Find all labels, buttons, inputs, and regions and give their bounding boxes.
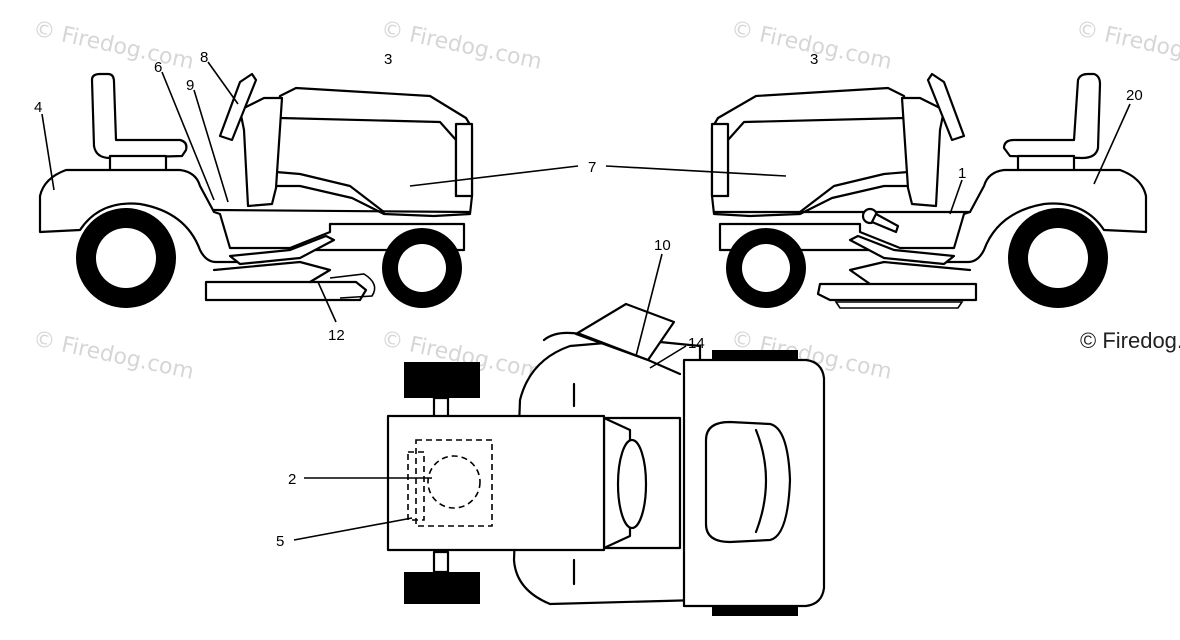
decal-area-5 (415, 439, 493, 527)
grille (710, 122, 730, 198)
hood-top (386, 414, 606, 552)
chute-base (542, 331, 682, 376)
hood-crease (798, 170, 910, 214)
callout-3-right: 3 (810, 51, 818, 68)
watermark: © Firedog.com (1074, 16, 1180, 74)
rear-fender-top (682, 358, 826, 608)
mower-deck (204, 280, 368, 302)
footrest (848, 234, 956, 266)
leader-1 (949, 179, 963, 215)
rear-body (38, 168, 466, 264)
leader-4 (41, 113, 55, 191)
callout-12: 12 (328, 327, 345, 344)
decal-area-side (407, 451, 425, 521)
deck-skirt (834, 301, 964, 309)
lift-lever (870, 212, 900, 234)
callout-14: 14 (688, 335, 705, 352)
leader-12 (317, 281, 337, 323)
steering-wheel-top (616, 438, 648, 530)
leader-14 (649, 345, 687, 369)
callout-5: 5 (276, 533, 284, 550)
tractor-left-view (38, 72, 474, 308)
decal-area-2 (427, 455, 481, 509)
front-wheel-hub (398, 244, 446, 292)
deck-mount (848, 260, 972, 286)
steering-wheel (218, 72, 258, 142)
leader-lines (41, 61, 1131, 541)
deck-mount (212, 260, 332, 284)
leader-20 (1093, 103, 1131, 185)
steering-wheel (926, 72, 966, 142)
watermark: © Firedog.com (31, 16, 196, 74)
rear-wheel-hub (1028, 228, 1088, 288)
rear-wheel-hub (96, 228, 156, 288)
callout-7: 7 (588, 159, 596, 176)
seat (90, 72, 188, 160)
leader-7-right (605, 165, 787, 177)
mower-deck (816, 282, 978, 302)
front-tire-bottom (404, 572, 480, 604)
callout-10: 10 (654, 237, 671, 254)
copyright-text: © Firedog.com (1080, 328, 1180, 353)
callout-6: 6 (154, 59, 162, 76)
leader-9 (193, 89, 229, 203)
tractor-top-view (386, 302, 826, 616)
callout-1: 1 (958, 165, 966, 182)
callout-4: 4 (34, 99, 42, 116)
tractor-right-view (710, 72, 1148, 309)
front-tire-top (404, 362, 480, 398)
dash (238, 96, 284, 208)
callout-3-left: 3 (384, 51, 392, 68)
grille (454, 122, 474, 198)
hood (710, 86, 914, 218)
leader-6 (161, 71, 215, 201)
dash (900, 96, 946, 208)
frame (212, 208, 472, 214)
callout-2: 2 (288, 471, 296, 488)
callout-8: 8 (200, 49, 208, 66)
watermark: © Firedog.com (379, 16, 544, 74)
leader-8 (207, 61, 239, 105)
footrest (228, 234, 336, 266)
front-wheel-hub (742, 244, 790, 292)
seat (1002, 72, 1102, 160)
rear-body (718, 168, 1148, 264)
hood (270, 86, 474, 218)
callout-20: 20 (1126, 87, 1143, 104)
seat-top (704, 420, 792, 544)
callout-labels: 3 8 6 9 4 7 12 3 20 1 10 14 2 5 (34, 49, 1143, 550)
deck-chute (329, 273, 376, 299)
axle-bottom (432, 550, 450, 574)
leader-5 (293, 517, 413, 541)
watermark: © Firedog.com (31, 326, 196, 384)
seat-back-top (754, 428, 768, 534)
leader-10 (635, 253, 663, 357)
callout-9: 9 (186, 77, 194, 94)
leader-7-left (409, 165, 579, 187)
hood-crease (274, 170, 386, 214)
